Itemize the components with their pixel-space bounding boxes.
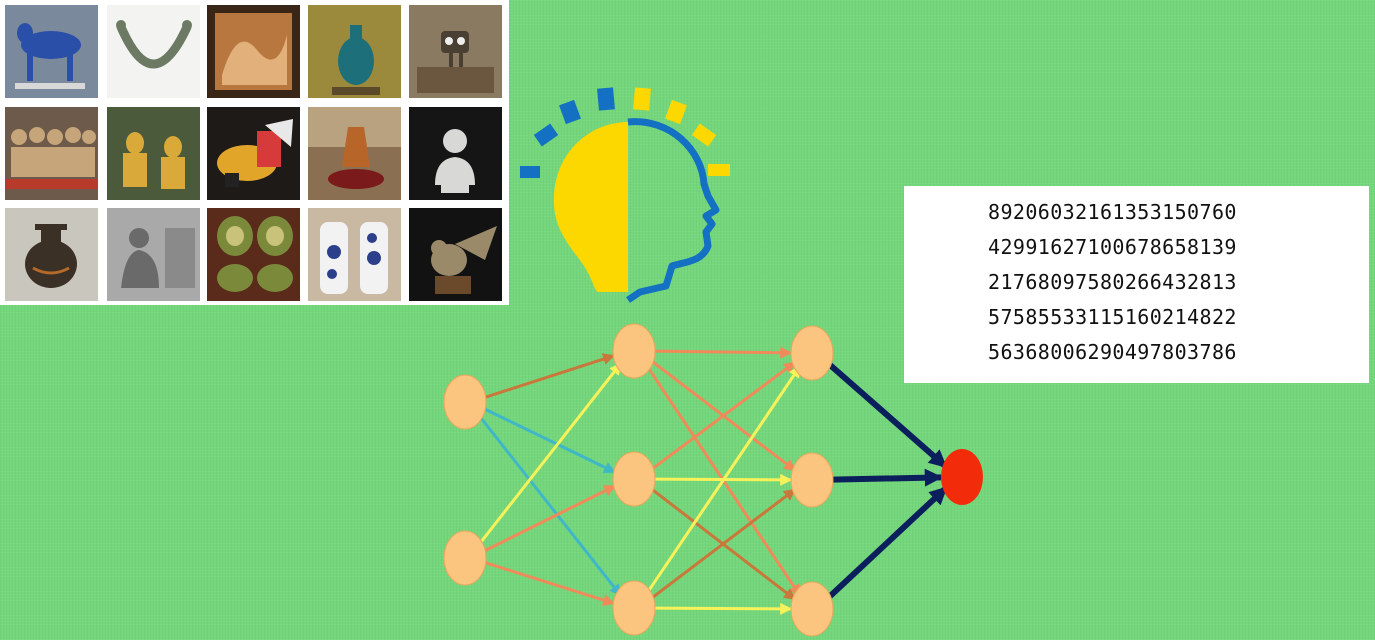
network-edge: [832, 468, 943, 487]
painted-horse-icon: [207, 107, 300, 200]
ceramic-plates-icon: [207, 208, 300, 301]
gallery-thumb: [107, 208, 200, 301]
gallery-thumb: [308, 208, 401, 301]
network-edge: [483, 484, 617, 553]
network-node: [790, 325, 834, 381]
digit-line: 21768097580266432813: [988, 270, 1237, 294]
digits-panel: 89206032161353150760 4299162710067865813…: [904, 186, 1369, 383]
network-edge: [650, 488, 796, 600]
robot-figurine-icon: [409, 5, 502, 98]
digit-line: 57585533115160214822: [988, 305, 1237, 329]
gallery-thumb: [5, 5, 98, 98]
gallery-thumb: [409, 208, 502, 301]
blue-horse-statue-icon: [5, 5, 98, 98]
network-edge: [477, 413, 622, 597]
network-node: [612, 580, 656, 636]
network-node: [790, 581, 834, 637]
network-edge: [654, 602, 793, 615]
carved-relief-icon: [207, 5, 300, 98]
blue-white-vases-icon: [308, 208, 401, 301]
teal-vase-icon: [308, 5, 401, 98]
network-edge: [654, 346, 793, 359]
network-node: [443, 530, 487, 586]
network-node: [612, 323, 656, 379]
network-edge: [826, 361, 948, 469]
gallery-thumb: [107, 107, 200, 200]
network-node: [612, 451, 656, 507]
gallery-thumb: [207, 107, 300, 200]
digit-line: 56368006290497803786: [988, 340, 1237, 364]
gallery-thumb: [207, 208, 300, 301]
network-edge: [477, 362, 622, 547]
gallery-thumb: [5, 208, 98, 301]
network-edge: [484, 561, 616, 606]
gallery-thumb: [308, 107, 401, 200]
gallery-thumb: [409, 107, 502, 200]
output-node: [941, 449, 983, 505]
twisted-torc-icon: [107, 5, 200, 98]
seated-figure-photo-icon: [107, 208, 200, 301]
network-node: [790, 452, 834, 508]
gallery-thumb: [107, 5, 200, 98]
figurine-crowd-icon: [5, 107, 98, 200]
network-edge: [825, 485, 949, 601]
digit-line: 42991627100678658139: [988, 235, 1237, 259]
bulb-head-logo-icon: [520, 87, 730, 303]
digit-line: 89206032161353150760: [988, 200, 1237, 224]
seated-statues-icon: [107, 107, 200, 200]
winged-gargoyle-icon: [409, 208, 502, 301]
gallery-thumb: [308, 5, 401, 98]
gallery-thumb: [5, 107, 98, 200]
network-edge: [650, 361, 796, 471]
gallery-thumb: [207, 5, 300, 98]
gallery-thumb: [409, 5, 502, 98]
ancient-jar-icon: [5, 208, 98, 301]
network-edge: [644, 365, 802, 596]
marble-bust-icon: [409, 107, 502, 200]
artifact-image-gallery: [0, 0, 509, 305]
sculpture-display-icon: [308, 107, 401, 200]
network-edge: [484, 353, 616, 399]
network-node: [443, 374, 487, 430]
network-edge: [483, 407, 616, 474]
